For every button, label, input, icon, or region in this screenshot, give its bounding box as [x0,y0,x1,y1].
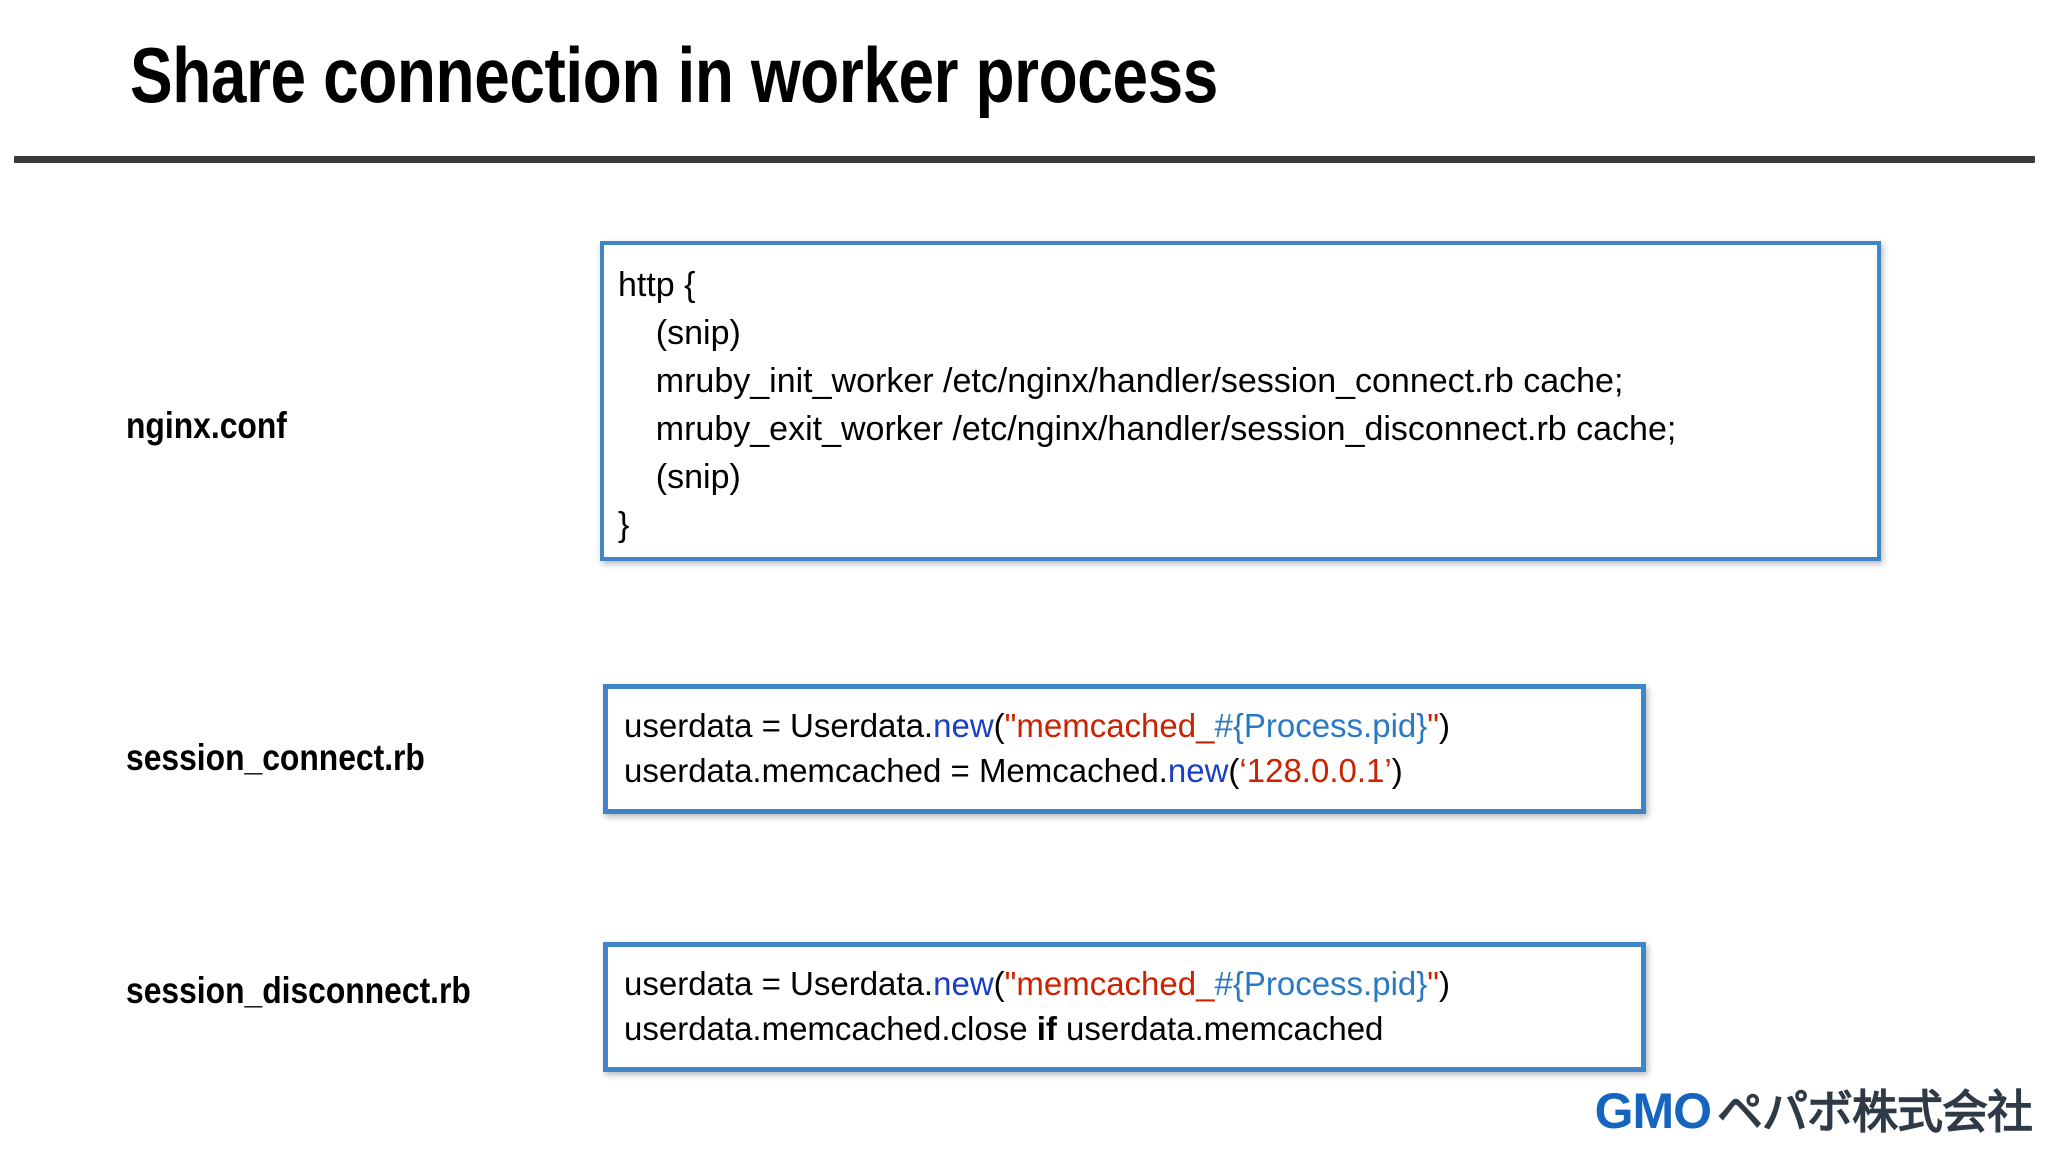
code-token-string: ‘128.0.0.1’ [1239,752,1392,789]
code-line: userdata.memcached = Memcached.new(‘128.… [624,748,1641,793]
row-label-session-connect-rb: session_connect.rb [126,737,425,778]
title-divider [14,156,2035,163]
code-token: userdata.memcached = Memcached. [624,752,1168,789]
code-token: ( [993,965,1005,1002]
code-token: userdata.memcached [1056,1010,1384,1047]
logo-brand-text: GMO [1594,1083,1712,1139]
code-box-session-connect-rb: userdata = Userdata.new("memcached_#{Pro… [603,684,1646,814]
code-token-string: " [1427,707,1439,744]
code-token-interpolation: #{Process.pid} [1214,965,1428,1002]
code-token-keyword: new [933,707,994,744]
code-token-keyword: new [1167,752,1229,789]
code-token-keyword: new [933,965,994,1002]
logo-company-text: ペパボ株式会社 [1717,1085,2033,1139]
code-box-session-disconnect-rb: userdata = Userdata.new("memcached_#{Pro… [603,942,1646,1072]
code-line: userdata = Userdata.new("memcached_#{Pro… [624,961,1641,1006]
code-token-interpolation: #{Process.pid} [1214,707,1428,744]
code-token: ( [993,707,1005,744]
code-line: (snip) [618,314,741,352]
code-token: ) [1439,707,1450,744]
gmo-pepabo-logo: GMO ペパボ株式会社 [1594,1083,2033,1139]
code-token: ( [1228,752,1240,789]
code-line: userdata = Userdata.new("memcached_#{Pro… [624,703,1641,748]
code-token-keyword-if: if [1036,1010,1057,1047]
code-line: mruby_exit_worker /etc/nginx/handler/ses… [618,410,1677,448]
row-label-session-disconnect-rb: session_disconnect.rb [126,970,471,1011]
code-line: mruby_init_worker /etc/nginx/handler/ses… [618,362,1624,400]
row-label-nginx-conf: nginx.conf [126,405,287,446]
page-title: Share connection in worker process [130,31,1218,119]
code-line: http { [618,266,696,304]
code-line: (snip) [618,458,741,496]
code-token: ) [1439,965,1450,1002]
code-box-nginx-conf: http { (snip) mruby_init_worker /etc/ngi… [600,241,1881,561]
code-line: userdata.memcached.close if userdata.mem… [624,1006,1641,1051]
code-token: userdata.memcached.close [624,1010,1037,1047]
code-token-string: "memcached_ [1004,707,1215,744]
code-token-string: "memcached_ [1004,965,1215,1002]
code-token: ) [1391,752,1403,789]
code-token: userdata = Userdata. [624,965,934,1002]
code-line: } [618,506,630,544]
code-token-string: " [1427,965,1439,1002]
code-token: userdata = Userdata. [624,707,934,744]
